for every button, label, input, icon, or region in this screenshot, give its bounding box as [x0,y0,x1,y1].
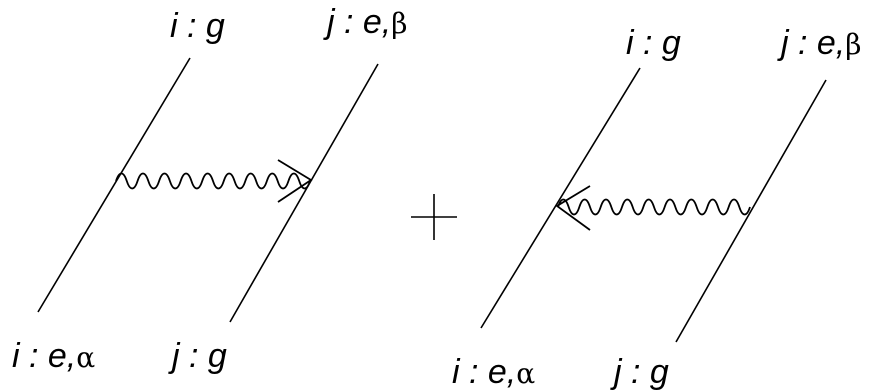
right-diagram-line-i [480,67,641,329]
right-diagram-line-j [675,79,827,343]
left-bottom-right-label: j : g [168,337,227,375]
greek-alpha: α [76,341,95,374]
right-photon-arrowhead [555,185,591,231]
left-top-left-label: i : g [170,7,225,45]
greek-beta: β [845,28,861,61]
right-photon-wavy-line [557,198,751,216]
right-bottom-left-label: i : e,α [452,353,535,391]
left-top-right-label: j : e,β [323,3,407,41]
right-top-left-label: i : g [626,24,681,62]
right-bottom-right-label: j : g [610,353,669,391]
greek-beta: β [391,7,407,40]
left-photon-arrowhead [277,159,313,203]
left-bottom-left-label: i : e,α [12,337,95,375]
greek-alpha: α [516,357,535,390]
right-diagram: i : g j : e,β i : e,α j : g [452,24,861,391]
right-top-right-label: j : e,β [777,24,861,62]
left-photon-wavy-line [115,172,311,190]
left-diagram: i : g j : e,β i : e,α j : g [12,3,407,375]
plus-sign [411,194,457,240]
left-diagram-line-j [229,63,379,323]
left-diagram-line-i [37,57,191,313]
